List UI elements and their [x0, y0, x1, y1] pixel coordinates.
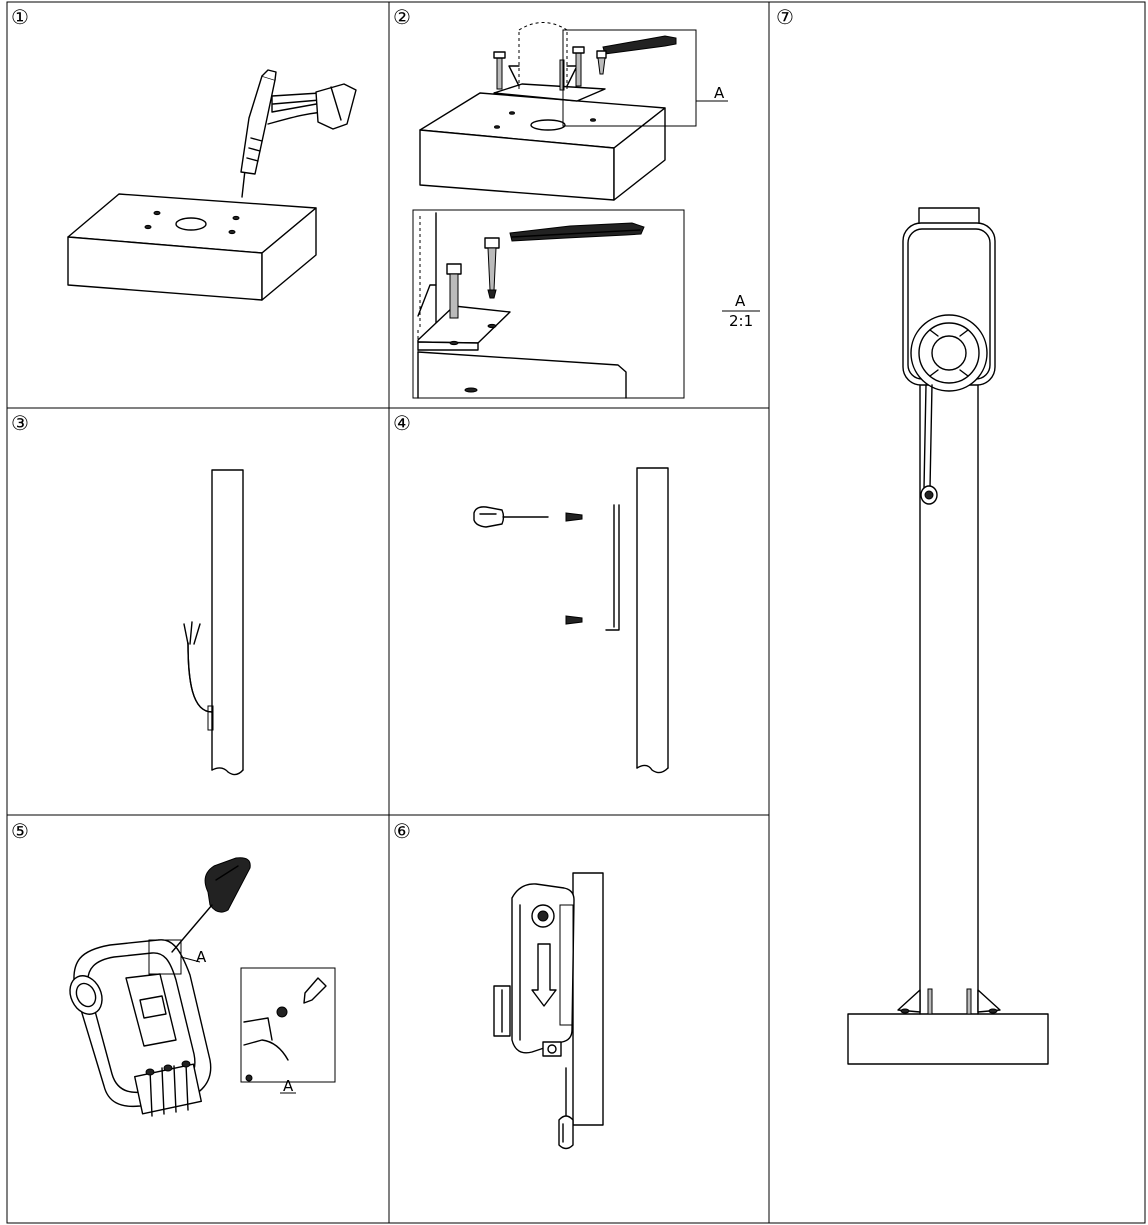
concrete-base-block — [847, 1013, 1049, 1065]
panel-3-route-cable — [183, 469, 244, 776]
screw-icon — [565, 512, 583, 522]
step-number-4: ④ — [393, 411, 411, 435]
charger-body-tilted — [69, 939, 212, 1117]
step-number-2: ② — [393, 5, 411, 29]
bolt-icon — [484, 237, 500, 299]
concrete-base-block — [67, 193, 317, 301]
step-number-3: ③ — [11, 411, 29, 435]
panel-5-open-charger: A A — [69, 857, 336, 1117]
wrench-icon — [509, 222, 645, 242]
post-section — [636, 467, 669, 774]
screwdriver-icon — [473, 506, 549, 528]
wrench-icon — [602, 35, 677, 55]
bolt-icon — [446, 263, 462, 319]
detail-scale-small: A — [280, 1077, 296, 1095]
detail-a-scale-label: A 2:1 — [722, 292, 760, 330]
screwdriver-icon — [558, 1067, 574, 1150]
panel-6-hang-charger — [493, 872, 604, 1150]
screw-icon — [565, 615, 583, 625]
charging-socket-icon — [910, 314, 988, 392]
step-number-1: ① — [11, 5, 29, 29]
step-number-6: ⑥ — [393, 819, 411, 843]
callout-label-small: A — [196, 948, 207, 966]
detail-a-enlarged — [240, 967, 336, 1083]
step-number-5: ⑤ — [11, 819, 29, 843]
charging-post — [897, 384, 1001, 1015]
power-cable-icon — [183, 621, 214, 731]
mounting-bracket — [605, 504, 620, 631]
step-number-7: ⑦ — [776, 5, 794, 29]
charging-cable-icon — [920, 384, 938, 505]
screwdriver-icon — [171, 857, 251, 953]
charger-side-view — [493, 883, 575, 1057]
hammer-drill-icon — [240, 69, 357, 198]
base-block-with-post — [419, 22, 666, 201]
detail-a-frame — [562, 29, 697, 127]
panel-2-anchor-bolts: A — [412, 22, 760, 399]
panel-1-drill-base — [67, 69, 357, 301]
bolt-icon — [596, 50, 607, 75]
ev-charger-unit — [902, 207, 996, 392]
post-section — [572, 872, 604, 1126]
panel-4-mount-bracket — [473, 467, 669, 774]
detail-letter: A — [735, 292, 746, 310]
detail-a-enlarged — [412, 209, 685, 399]
callout-label: A — [714, 84, 725, 102]
panel-grid — [6, 1, 1146, 1224]
post-section — [211, 469, 244, 776]
small-detail-letter: A — [283, 1077, 294, 1095]
detail-scale: 2:1 — [729, 312, 753, 330]
panel-7-complete — [847, 207, 1049, 1065]
